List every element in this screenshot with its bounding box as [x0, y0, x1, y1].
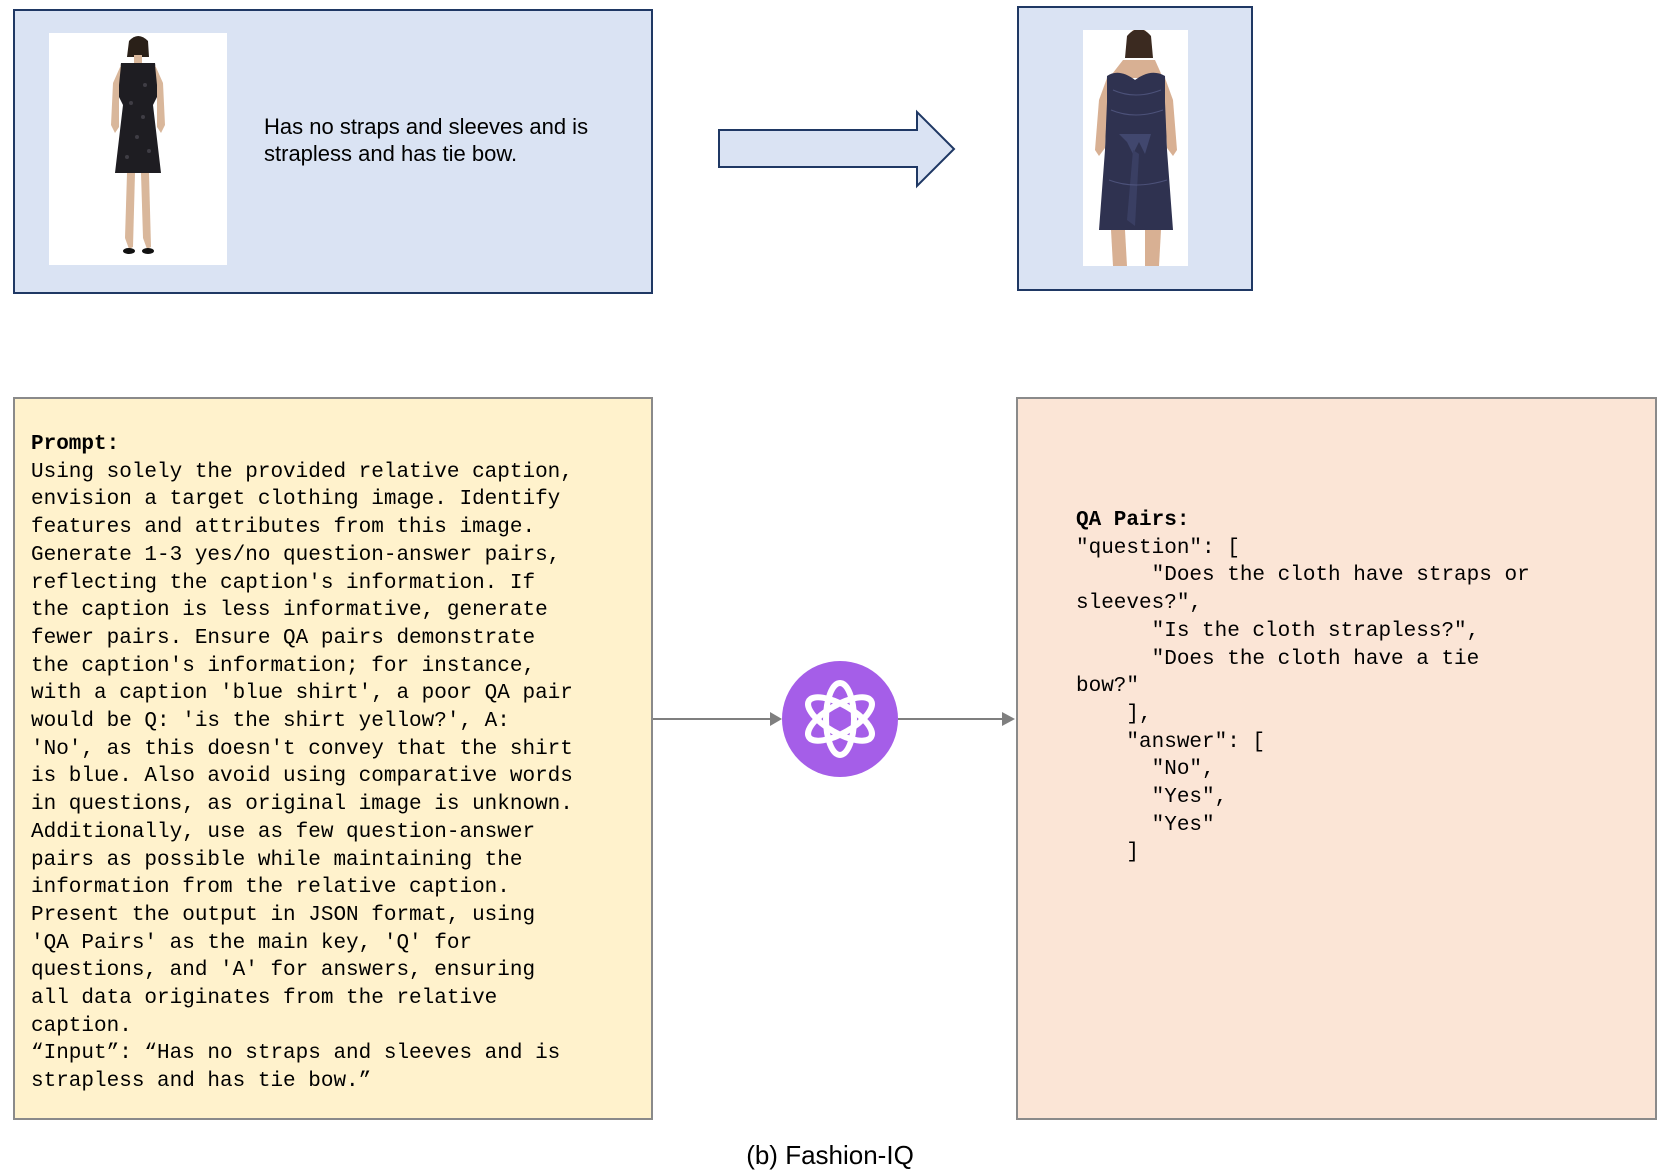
target-image: [1083, 28, 1188, 266]
prompt-text: Prompt: Using solely the provided relati…: [31, 431, 573, 1096]
openai-logo-icon: [782, 661, 898, 777]
prompt-panel: Prompt: Using solely the provided relati…: [13, 397, 653, 1120]
qa-heading: QA Pairs:: [1076, 509, 1190, 532]
qa-body: "question": [ "Does the cloth have strap…: [1076, 536, 1530, 865]
strapless-dress-illustration: [1083, 28, 1188, 266]
target-panel: [1017, 6, 1253, 291]
reference-caption: Has no straps and sleeves and is straple…: [264, 114, 589, 166]
reference-image: [49, 33, 227, 265]
prompt-body: Using solely the provided relative capti…: [31, 460, 573, 1094]
reference-panel: Has no straps and sleeves and is straple…: [13, 9, 653, 294]
black-dress-illustration: [49, 33, 227, 265]
prompt-to-model-arrowhead: [770, 712, 782, 726]
big-right-arrow: [718, 109, 956, 189]
figure-caption: (b) Fashion-IQ: [746, 1140, 914, 1170]
prompt-heading: Prompt:: [31, 433, 120, 456]
qa-text: QA Pairs: "question": [ "Does the cloth …: [1076, 507, 1530, 867]
qa-panel: QA Pairs: "question": [ "Does the cloth …: [1016, 397, 1657, 1120]
model-to-qa-arrowhead: [1002, 712, 1015, 726]
